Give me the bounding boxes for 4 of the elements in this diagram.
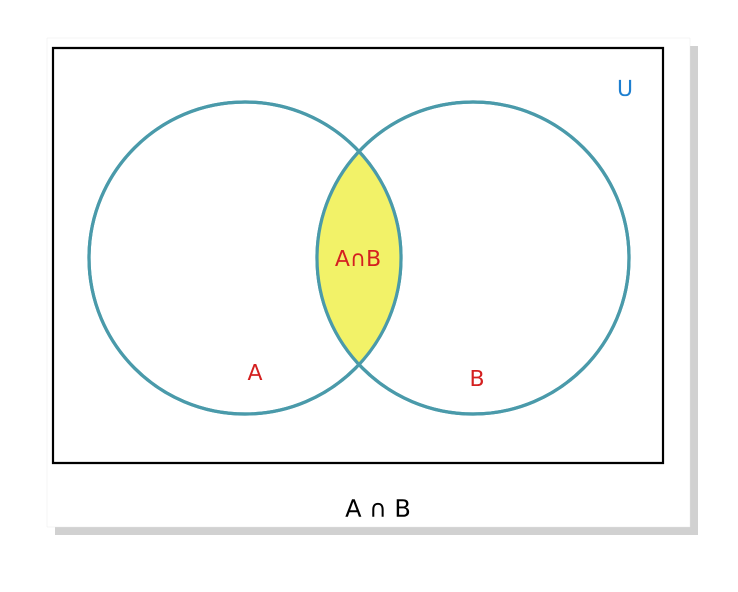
node-label: A xyxy=(248,364,262,380)
caption: A ∩ B xyxy=(345,499,410,517)
node-label: B xyxy=(472,370,483,386)
intersection-region: A∩B xyxy=(317,152,401,364)
